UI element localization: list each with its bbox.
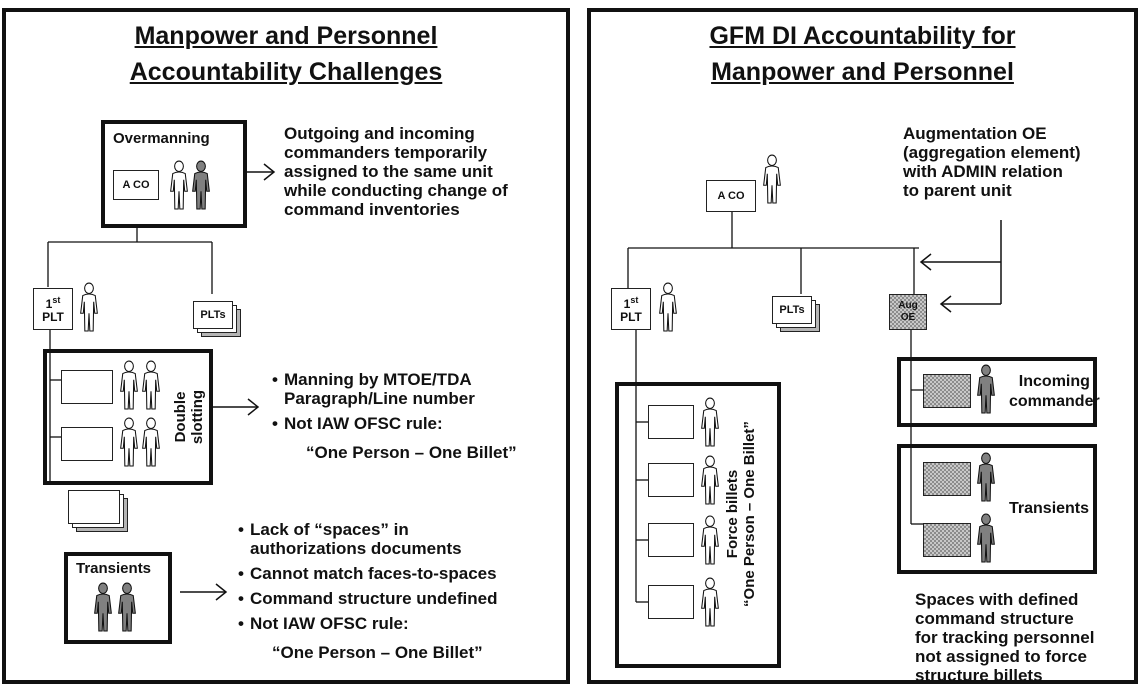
aug-oe-box: Aug OE xyxy=(889,294,927,330)
billet-box xyxy=(648,405,694,439)
first-plt-box: 1st PLT xyxy=(611,288,651,330)
incoming-commander-label: Incoming commander xyxy=(1009,373,1100,410)
soldier-icon xyxy=(975,513,997,563)
stack-front xyxy=(68,490,120,524)
soldier-icon xyxy=(975,452,997,502)
soldier-icon xyxy=(699,577,721,627)
double-slotting-box xyxy=(43,349,213,485)
soldier-icon xyxy=(118,360,140,410)
left-panel: Manpower and Personnel Accountability Ch… xyxy=(2,8,570,684)
billet-box xyxy=(648,523,694,557)
plts-box: PLTs xyxy=(772,296,812,324)
soldier-icon xyxy=(657,282,679,332)
soldier-icon xyxy=(699,455,721,505)
force-billets-label: Force billets “One Person – One Billet” xyxy=(724,421,758,607)
incoming-slot xyxy=(923,374,971,408)
spaces-note: Spaces with defined command structure fo… xyxy=(915,590,1095,685)
transients-label: Transients xyxy=(1009,500,1090,517)
incoming-commander-box xyxy=(897,357,1097,427)
billet-box xyxy=(648,463,694,497)
soldier-icon xyxy=(140,417,162,467)
right-panel: GFM DI Accountability for Manpower and P… xyxy=(587,8,1138,685)
soldier-icon xyxy=(975,364,997,414)
augmentation-note: Augmentation OE (aggregation element) wi… xyxy=(903,124,1081,200)
soldier-icon xyxy=(699,397,721,447)
overmanning-note: Outgoing and incoming commanders tempora… xyxy=(284,124,508,219)
a-co-box: A CO xyxy=(706,180,756,212)
double-slotting-label: Double slotting xyxy=(172,389,206,445)
transients-label: Transients xyxy=(76,560,152,577)
transient-slot xyxy=(923,523,971,557)
soldier-icon xyxy=(168,160,190,210)
soldier-icon xyxy=(699,515,721,565)
a-co-box: A CO xyxy=(113,170,159,200)
slot-box xyxy=(61,370,113,404)
right-connectors xyxy=(627,212,1002,603)
transient-slot xyxy=(923,462,971,496)
left-title: Manpower and Personnel Accountability Ch… xyxy=(129,22,443,86)
left-connectors xyxy=(47,163,276,601)
soldier-icon xyxy=(140,360,162,410)
soldier-icon xyxy=(190,160,212,210)
soldier-icon xyxy=(78,282,100,332)
force-billets-box xyxy=(615,382,781,668)
transients-notes: •Lack of “spaces” in authorizations docu… xyxy=(238,520,498,662)
soldier-icon xyxy=(118,417,140,467)
slot-box xyxy=(61,427,113,461)
first-plt-box: 1st PLT xyxy=(33,288,73,330)
overmanning-label: Overmanning xyxy=(113,130,210,147)
overmanning-box xyxy=(101,120,247,228)
plts-box: PLTs xyxy=(193,301,233,329)
soldier-icon xyxy=(761,154,783,204)
double-slotting-notes: •Manning by MTOE/TDA Paragraph/Line numb… xyxy=(272,370,517,462)
right-title: GFM DI Accountability for Manpower and P… xyxy=(709,22,1016,86)
billet-box xyxy=(648,585,694,619)
transients-box xyxy=(897,444,1097,574)
soldier-icon xyxy=(92,582,114,632)
soldier-icon xyxy=(116,582,138,632)
transients-box xyxy=(64,552,172,644)
